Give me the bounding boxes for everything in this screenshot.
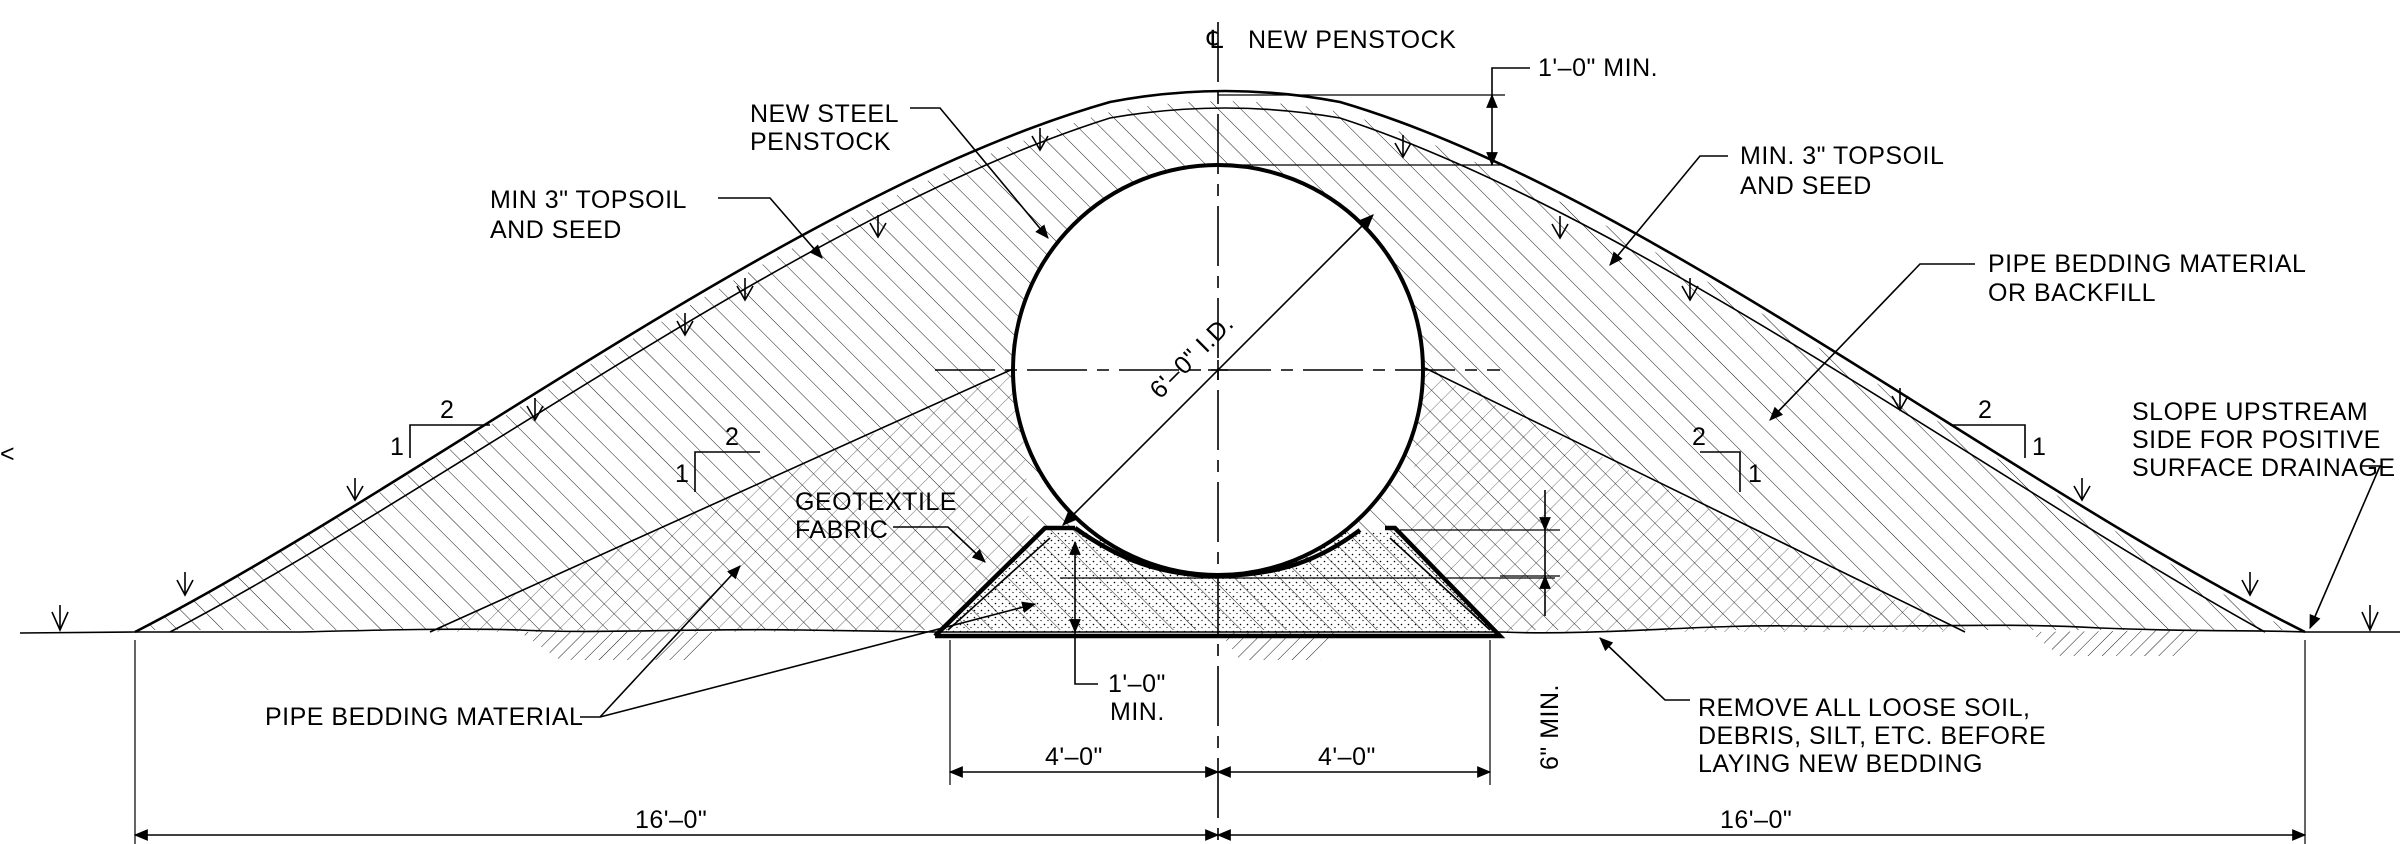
new-steel-label-1: NEW STEEL (750, 100, 899, 128)
leader-topsoil-right (1609, 155, 1728, 266)
slope-symbol-right-inner (1700, 451, 1741, 492)
leader-topsoil-left (718, 197, 823, 259)
remove-soil-label-2: DEBRIS, SILT, ETC. BEFORE (1698, 722, 2046, 750)
diameter-dimension-line (1062, 214, 1374, 526)
slope-left-outer-h: 2 (440, 396, 454, 424)
slope-left-inner-h: 2 (725, 423, 739, 451)
existing-ground-line (19, 624, 2400, 634)
bedding-depth-leader (1074, 632, 1098, 685)
centerline-label: NEW PENSTOCK (1248, 26, 1456, 54)
cover-min-label: 1'–0" MIN. (1538, 54, 1658, 82)
slope-symbol-right-outer (1950, 424, 2026, 458)
ground-hatch-right (2030, 630, 2210, 656)
geotextile-fabric (933, 525, 1506, 639)
six-inch-min-label: 6" MIN. (1536, 684, 1564, 770)
leader-bedding-2 (599, 601, 1037, 718)
pipe-bedding-label: PIPE BEDDING MATERIAL (265, 703, 583, 731)
remove-soil-label-3: LAYING NEW BEDDING (1698, 750, 1983, 778)
half-width-left-label: 16'–0" (635, 806, 707, 834)
geotextile-label-2: FABRIC (795, 516, 888, 544)
leader-backfill (1769, 263, 1975, 421)
geotextile-label-1: GEOTEXTILE (795, 488, 957, 516)
bedding-boundary-left (429, 367, 1016, 633)
topsoil-right-label-1: MIN. 3" TOPSOIL (1740, 142, 1944, 170)
topsoil-right-label-2: AND SEED (1740, 172, 1872, 200)
half-bed-right-label: 4'–0" (1318, 743, 1376, 771)
slope-upstream-label-3: SURFACE DRAINAGE (2132, 454, 2396, 482)
leader-remove-soil (1599, 637, 1690, 701)
slope-left-inner-v: 1 (675, 460, 689, 488)
pipe-bedding-wedge-left (430, 368, 1030, 632)
ground-hatch-mid (1220, 632, 1340, 660)
cover-dimension-leader (1491, 67, 1530, 95)
new-steel-label-2: PENSTOCK (750, 128, 891, 156)
grass-tufts (51, 128, 2379, 632)
remove-soil-label-1: REMOVE ALL LOOSE SOIL, (1698, 694, 2030, 722)
backfill-label-1: PIPE BEDDING MATERIAL (1988, 250, 2306, 278)
cover-dimension-ext (1218, 94, 1505, 166)
topsoil-surface (134, 89, 2306, 634)
topsoil-inner-line (169, 107, 2266, 633)
topsoil-left-label-1: MIN 3" TOPSOIL (490, 186, 687, 214)
half-bed-left-label: 4'–0" (1045, 743, 1103, 771)
slope-upstream-label-2: SIDE FOR POSITIVE (2132, 426, 2381, 454)
bottom-dim-extensions (134, 640, 2306, 844)
leader-slope-upstream (2309, 465, 2382, 630)
slope-symbol-left-inner (694, 451, 760, 492)
ground-hatch-left (520, 632, 720, 660)
topsoil-left-label-2: AND SEED (490, 216, 622, 244)
bedding-min-label-1: 1'–0" (1108, 670, 1166, 698)
centerline-symbol: ℄ (1206, 26, 1224, 54)
pipe-bedding-wedge-right (1410, 368, 1960, 632)
slope-right-inner-h: 2 (1692, 423, 1706, 451)
edge-mark: < (0, 440, 15, 468)
slope-symbol-left-outer (409, 424, 490, 458)
slope-left-outer-v: 1 (390, 433, 404, 461)
slope-right-outer-h: 2 (1978, 396, 1992, 424)
backfill-label-2: OR BACKFILL (1988, 279, 2156, 307)
geotextile-fabric-inner (947, 537, 1491, 631)
leader-new-steel (910, 107, 1049, 239)
leader-geotextile (893, 526, 986, 563)
half-width-right-label: 16'–0" (1720, 806, 1792, 834)
slope-right-outer-v: 1 (2032, 433, 2046, 461)
slope-right-inner-v: 1 (1748, 460, 1762, 488)
bedding-min-label-2: MIN. (1110, 698, 1165, 726)
slope-upstream-label-1: SLOPE UPSTREAM (2132, 398, 2368, 426)
bedding-boundary-right (1424, 367, 1966, 633)
